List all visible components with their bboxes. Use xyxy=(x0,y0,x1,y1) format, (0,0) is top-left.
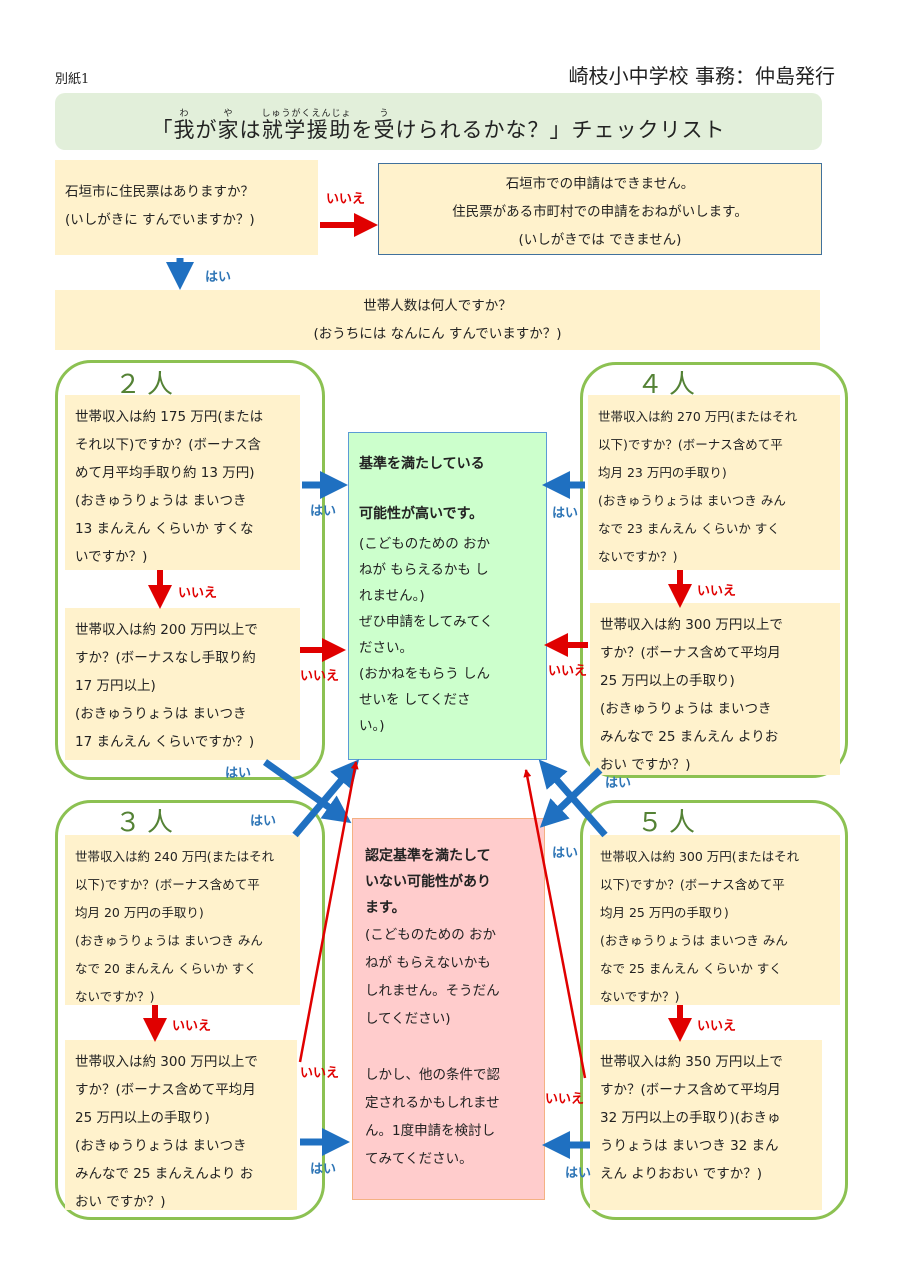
question-3-income-low: 世帯収入は約 240 万円(またはそれ 以下)ですか？(ボーナス含めて平 均月 … xyxy=(65,835,300,1005)
title-segment: 我わ xyxy=(173,109,196,142)
result-heading: 認定基準を満たして いない可能性があり ます。 xyxy=(365,848,491,916)
result-likely-eligible: 基準を満たしている 可能性が高いです。 (こどものための おか ねが もらえるか… xyxy=(348,432,547,760)
no-label: いいえ xyxy=(697,584,737,599)
title-segment: 「 xyxy=(151,118,174,142)
no-label: いいえ xyxy=(300,669,340,684)
title-segment: けられるかな？」チェックリスト xyxy=(395,118,726,142)
question-4-income-low: 世帯収入は約 270 万円(またはそれ 以下)ですか？(ボーナス含めて平 均月 … xyxy=(588,395,840,570)
group-label: ３人 xyxy=(115,808,180,838)
title-segment: 家や xyxy=(217,109,240,142)
yes-label: はい xyxy=(605,776,632,791)
no-label: いいえ xyxy=(326,192,366,207)
group-label: ５人 xyxy=(637,808,702,838)
no-label: いいえ xyxy=(300,1066,340,1081)
result-body: (こどものための おか ねが もらえないかも しれません。そうだん してください… xyxy=(365,927,500,1167)
no-label: いいえ xyxy=(548,664,588,679)
title-banner: 「我わが家やは就学援助しゅうがくえんじょを受うけられるかな？」チェックリスト xyxy=(55,93,822,150)
result-unlikely-eligible: 認定基準を満たして いない可能性があり ます。 (こどものための おか ねが も… xyxy=(352,818,545,1200)
yes-label: はい xyxy=(205,270,232,285)
yes-label: はい xyxy=(310,504,337,519)
no-label: いいえ xyxy=(697,1019,737,1034)
question-residence: 石垣市に住民票はありますか？ (いしがきに すんでいますか？) xyxy=(55,160,318,255)
result-heading: 基準を満たしている xyxy=(359,456,485,472)
yes-label: はい xyxy=(552,506,579,521)
title-segment: が xyxy=(195,118,218,142)
page-title: 「我わが家やは就学援助しゅうがくえんじょを受うけられるかな？」チェックリスト xyxy=(151,109,725,144)
question-5-income-high: 世帯収入は約 350 万円以上で すか？(ボーナス含めて平均月 32 万円以上の… xyxy=(590,1040,822,1210)
result-body: (こどものための おか ねが もらえるかも し れません。) ぜひ申請をしてみて… xyxy=(359,536,494,734)
no-label: いいえ xyxy=(545,1092,585,1107)
attachment-label: 別紙1 xyxy=(55,72,90,87)
yes-label: はい xyxy=(250,814,277,829)
yes-label: はい xyxy=(552,846,579,861)
yes-label: はい xyxy=(225,766,252,781)
question-household-size: 世帯人数は何人ですか？ (おうちには なんにん すんでいますか？) xyxy=(55,290,820,350)
school-issuer: 崎枝小中学校 事務：仲島発行 xyxy=(568,64,835,88)
group-2-people xyxy=(55,360,325,780)
question-5-income-low: 世帯収入は約 300 万円(またはそれ 以下)ですか？(ボーナス含めて平 均月 … xyxy=(590,835,840,1005)
title-segment: 就学援助しゅうがくえんじょ xyxy=(261,109,352,142)
group-4-people xyxy=(580,362,848,778)
yes-label: はい xyxy=(565,1166,592,1181)
title-segment: は xyxy=(239,118,262,142)
title-segment: を xyxy=(351,118,374,142)
question-2-income-low: 世帯収入は約 175 万円(または それ以下)ですか？(ボーナス含 めて月平均手… xyxy=(65,395,300,570)
question-2-income-high: 世帯収入は約 200 万円以上で すか？(ボーナスなし手取り約 17 万円以上)… xyxy=(65,608,300,760)
result-no-residence: 石垣市での申請はできません。 住民票がある市町村での申請をおねがいします。 (い… xyxy=(378,163,822,255)
no-label: いいえ xyxy=(172,1019,212,1034)
question-3-income-high: 世帯収入は約 300 万円以上で すか？(ボーナス含めて平均月 25 万円以上の… xyxy=(65,1040,297,1210)
title-segment: 受う xyxy=(373,109,396,142)
yes-label: はい xyxy=(310,1162,337,1177)
no-label: いいえ xyxy=(178,586,218,601)
question-4-income-high: 世帯収入は約 300 万円以上で すか？(ボーナス含めて平均月 25 万円以上の… xyxy=(590,603,840,775)
result-heading: 可能性が高いです。 xyxy=(359,506,484,522)
